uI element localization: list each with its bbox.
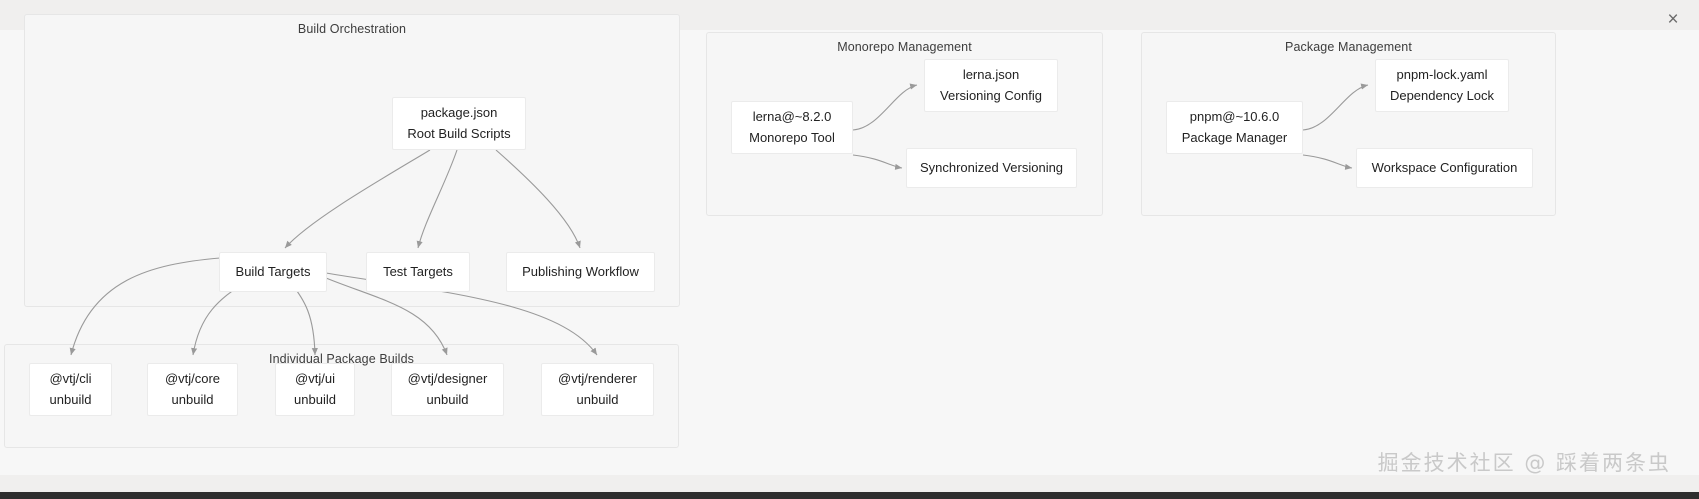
- node-synchronized-versioning[interactable]: Synchronized Versioning: [906, 148, 1077, 188]
- node-package-json[interactable]: package.json Root Build Scripts: [392, 97, 526, 150]
- node-lerna-json-line1: lerna.json: [962, 67, 1020, 83]
- node-pnpm-lock-line1: pnpm-lock.yaml: [1396, 67, 1488, 83]
- node-pnpm-lock-line2: Dependency Lock: [1389, 87, 1495, 103]
- node-vtj-renderer[interactable]: @vtj/renderer unbuild: [541, 363, 654, 416]
- node-vtj-ui-line2: unbuild: [294, 391, 336, 407]
- node-vtj-designer[interactable]: @vtj/designer unbuild: [391, 363, 504, 416]
- cluster-title-build-orchestration: Build Orchestration: [297, 22, 407, 36]
- node-package-json-line1: package.json: [420, 105, 498, 121]
- cluster-title-individual-package-builds: Individual Package Builds: [269, 352, 414, 366]
- node-test-targets[interactable]: Test Targets: [366, 252, 470, 292]
- node-publishing-workflow-line1: Publishing Workflow: [522, 263, 639, 279]
- node-test-targets-line1: Test Targets: [383, 263, 453, 279]
- node-vtj-renderer-line1: @vtj/renderer: [558, 371, 637, 387]
- node-vtj-cli-line2: unbuild: [49, 391, 92, 407]
- node-pnpm-line2: Package Manager: [1181, 129, 1288, 145]
- node-pnpm-lock[interactable]: pnpm-lock.yaml Dependency Lock: [1375, 59, 1509, 112]
- close-icon[interactable]: ×: [1667, 9, 1679, 30]
- node-vtj-designer-line1: @vtj/designer: [407, 371, 488, 387]
- node-lerna-json-line2: Versioning Config: [940, 87, 1042, 103]
- node-pnpm[interactable]: pnpm@~10.6.0 Package Manager: [1166, 101, 1303, 154]
- node-vtj-ui[interactable]: @vtj/ui unbuild: [275, 363, 355, 416]
- node-package-json-line2: Root Build Scripts: [407, 125, 511, 141]
- page-edge-strip: [0, 492, 1699, 499]
- cluster-title-package-management: Package Management: [1285, 40, 1412, 54]
- diagram-canvas[interactable]: Build Orchestration Individual Package B…: [0, 14, 1699, 475]
- node-workspace-configuration[interactable]: Workspace Configuration: [1356, 148, 1533, 188]
- cluster-title-monorepo-management: Monorepo Management: [837, 40, 972, 54]
- node-build-targets-line1: Build Targets: [235, 263, 311, 279]
- node-vtj-ui-line1: @vtj/ui: [295, 371, 335, 387]
- node-synchronized-versioning-line1: Synchronized Versioning: [919, 159, 1064, 175]
- node-vtj-cli-line1: @vtj/cli: [49, 371, 92, 387]
- node-pnpm-line1: pnpm@~10.6.0: [1189, 109, 1280, 125]
- node-lerna[interactable]: lerna@~8.2.0 Monorepo Tool: [731, 101, 853, 154]
- node-workspace-configuration-line1: Workspace Configuration: [1371, 159, 1518, 175]
- node-lerna-line2: Monorepo Tool: [749, 129, 835, 145]
- node-lerna-json[interactable]: lerna.json Versioning Config: [924, 59, 1058, 112]
- node-publishing-workflow[interactable]: Publishing Workflow: [506, 252, 655, 292]
- node-vtj-cli[interactable]: @vtj/cli unbuild: [29, 363, 112, 416]
- node-vtj-core-line2: unbuild: [171, 391, 214, 407]
- node-vtj-core[interactable]: @vtj/core unbuild: [147, 363, 238, 416]
- node-build-targets[interactable]: Build Targets: [219, 252, 327, 292]
- node-vtj-designer-line2: unbuild: [426, 391, 469, 407]
- node-lerna-line1: lerna@~8.2.0: [752, 109, 832, 125]
- node-vtj-renderer-line2: unbuild: [576, 391, 619, 407]
- watermark: 掘金技术社区 @ 踩着两条虫: [1377, 451, 1671, 475]
- node-vtj-core-line1: @vtj/core: [164, 371, 221, 387]
